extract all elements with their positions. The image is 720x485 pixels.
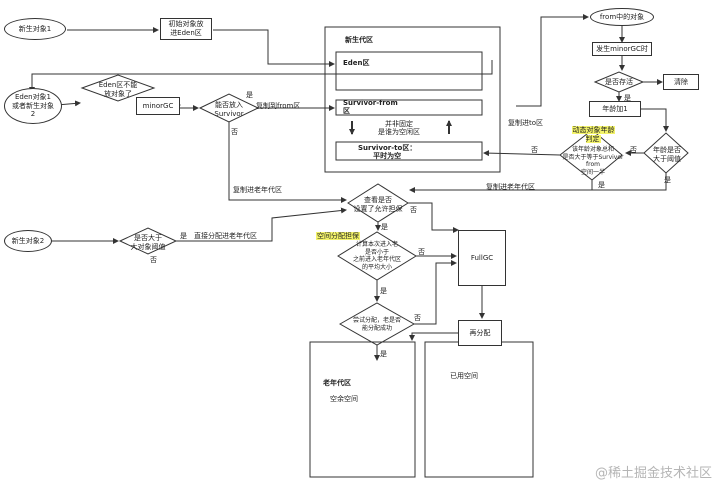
survivor-to-box <box>335 141 483 161</box>
age-threshold-diamond <box>643 132 689 174</box>
edge-no-bigobj: 否 <box>150 256 157 264</box>
swap-note: 并非固定 是谁为空闲区 <box>378 120 420 137</box>
old-free-label: 空余空间 <box>330 395 358 403</box>
edge-no-dynamic: 否 <box>531 146 538 154</box>
full-gc-box: FullGC <box>458 230 506 286</box>
eden-object-node: Eden对象1 或者新生对象 2 <box>4 88 62 124</box>
new-object-2-node: 新生对象2 <box>4 230 52 252</box>
space-guarantee-note: 空间分配担保 <box>316 232 360 240</box>
avg-size-label: 计算本次进入老 是否小于 之前进入老年代区 的平均大小 <box>352 241 401 271</box>
edge-no-survivor: 否 <box>231 128 238 136</box>
old-gen-title: 老年代区 <box>323 379 351 387</box>
space-guarantee-text: 空间分配担保 <box>316 232 360 240</box>
try-alloc-label: 尝试分配，老是否 能分配成功 <box>352 317 401 332</box>
edge-no-age: 否 <box>630 146 637 154</box>
eden-full-diamond <box>80 74 156 102</box>
eden-region-box <box>335 51 483 91</box>
alive-label: 是否存活 <box>605 78 633 86</box>
dynamic-age-title: 动态对象年龄 判定 <box>566 126 620 144</box>
eden-region-title: Eden区 <box>343 59 370 67</box>
age-threshold-label: 年龄是否 大于阈值 <box>653 146 681 163</box>
dynamic-age-diamond <box>559 129 623 181</box>
edge-direct-old: 直接分配进老年代区 <box>194 232 257 240</box>
old-used-label: 已用空间 <box>450 372 478 380</box>
survivor-from-title: Survivor-from 区 <box>343 99 398 115</box>
from-objects-node: from中的对象 <box>590 8 654 26</box>
age-plus-box: 年龄加1 <box>589 101 641 117</box>
clear-box: 清除 <box>663 74 699 90</box>
young-gen-title: 新生代区 <box>345 36 373 44</box>
dynamic-age-title-text: 动态对象年龄 判定 <box>571 126 615 143</box>
edge-yes-dynamic: 是 <box>598 181 605 189</box>
old-gen-used-box <box>309 341 416 478</box>
edge-yes-age: 是 <box>664 176 671 184</box>
edge-copy-old: 复制进老年代区 <box>233 186 282 194</box>
edge-copy-to: 复制进to区 <box>508 119 544 127</box>
new-object-1-node: 新生对象1 <box>4 18 66 40</box>
watermark: @稀土掘金技术社区 <box>594 466 712 481</box>
init-eden-box: 初始对象放 进Eden区 <box>160 18 212 40</box>
young-gen-region <box>324 26 501 173</box>
minor-gc-box: minorGC <box>136 97 180 115</box>
eden-full-label: Eden区不能 放对象了 <box>98 81 138 98</box>
survivor-to-title: Survivor-to区： 平时为空 <box>358 144 417 161</box>
edge-no-avg: 否 <box>418 248 425 256</box>
edge-yes-bigobj: 是 <box>180 232 187 240</box>
old-check-label: 查看是否 设置了允许担保 <box>353 196 403 213</box>
big-obj-label: 是否大于 大对象阈值 <box>130 234 166 251</box>
edge-yes-guarantee: 是 <box>381 223 388 231</box>
edge-yes-alloc: 是 <box>380 350 387 358</box>
edge-no-guarantee: 否 <box>410 206 417 214</box>
minor-gc-when-box: 发生minorGC时 <box>592 42 652 56</box>
old-gen-free-box <box>424 341 534 478</box>
dynamic-age-body: 该年龄对象总和 是否大于等于Survivor from 空间一半 <box>562 146 624 176</box>
survivor-from-box <box>335 99 483 116</box>
edge-yes-alive: 是 <box>624 94 631 102</box>
edge-yes-survivor: 是 <box>246 91 253 99</box>
edge-copy-old-2: 复制进老年代区 <box>486 183 535 191</box>
realloc-box: 再分配 <box>458 320 502 346</box>
edge-copy-from: 复制到from区 <box>256 102 301 110</box>
edge-no-alloc: 否 <box>414 314 421 322</box>
edge-yes-avg: 是 <box>380 287 387 295</box>
can-survivor-label: 能否放入 Survivor <box>214 101 244 118</box>
